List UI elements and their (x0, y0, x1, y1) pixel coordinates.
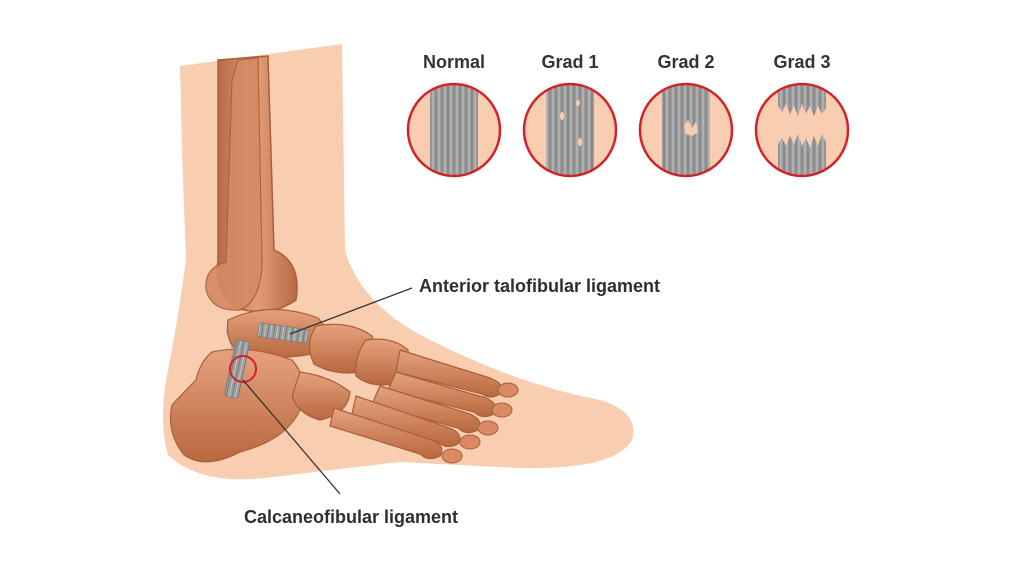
fibula-bone (205, 57, 263, 311)
atfl-leader-line (289, 287, 413, 335)
cfl-leader-line (242, 379, 341, 495)
grade-label-grade-2: Grad 2 (657, 52, 715, 72)
grade-circle-grade-3 (754, 82, 850, 178)
grade-circle-grade-2 (638, 82, 734, 178)
anterior-talofibular-ligament (257, 322, 309, 344)
grade-label-grade-1: Grad 1 (541, 52, 599, 72)
toe-bones (441, 382, 519, 464)
injury-highlight-ring (229, 355, 257, 383)
grade-label-normal: Normal (422, 52, 485, 72)
grade-label-grade-3: Grad 3 (773, 52, 831, 72)
grade-circle-normal (406, 82, 502, 178)
calcaneus-bone (169, 348, 305, 463)
calcaneofibular-ligament-label: Calcaneofibular ligament (244, 507, 459, 527)
grade-circle-grade-1 (522, 82, 618, 178)
metatarsal-bones (329, 349, 503, 460)
anterior-talofibular-ligament-label: Anterior talofibular ligament (419, 276, 661, 296)
